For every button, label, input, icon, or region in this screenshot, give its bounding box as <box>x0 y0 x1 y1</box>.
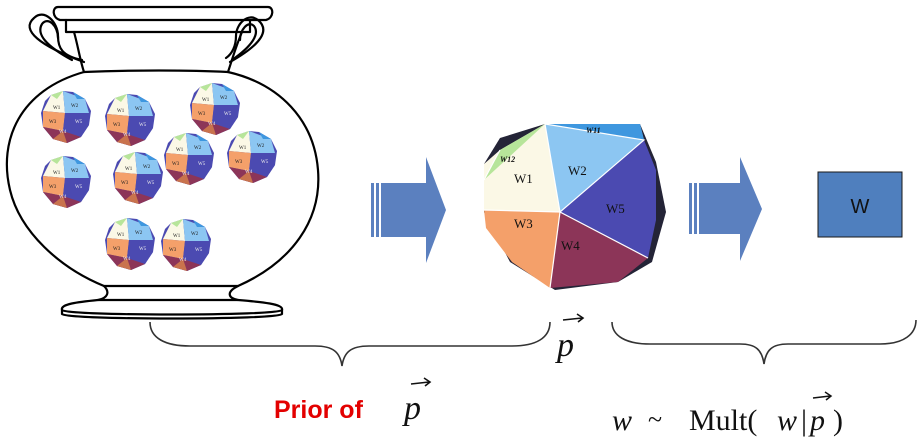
brace-left <box>149 321 551 367</box>
mini-die <box>190 83 240 135</box>
mini-die <box>105 218 155 270</box>
face-label-w12: W12 <box>500 155 515 164</box>
face-label-w2: W2 <box>568 163 587 178</box>
face-label-w1: W1 <box>514 171 533 186</box>
die-face-w1 <box>484 124 560 212</box>
die-face-w3 <box>484 210 560 288</box>
mult-close: ) <box>833 404 843 437</box>
urn-foot <box>96 284 240 302</box>
prior-prefix: Prior of <box>274 396 364 424</box>
die-face-w5 <box>560 140 656 258</box>
die-face-w4 <box>550 212 648 288</box>
p-symbol: p <box>555 327 574 364</box>
mult-formula: w ~ Mult( w | p ) <box>612 391 843 437</box>
urn-neck <box>72 30 244 74</box>
face-label-w3: W3 <box>514 216 533 231</box>
big-die: W1 W2 W3 W4 W5 W11 W12 <box>483 123 666 290</box>
face-label-w5: W5 <box>606 201 625 216</box>
mult-w: w <box>612 404 632 437</box>
vector-arrow <box>562 313 585 323</box>
urn-handle-left <box>28 13 86 64</box>
mini-die <box>164 133 214 185</box>
urn-dice <box>41 83 277 271</box>
brace-right <box>611 319 917 365</box>
mult-tilde: ~ <box>648 405 662 434</box>
output-box: W <box>817 171 903 238</box>
die-face-w12 <box>484 124 545 180</box>
urn-rim <box>52 5 274 22</box>
die-face-w2 <box>545 124 644 212</box>
mini-die <box>105 94 155 146</box>
mini-die <box>161 219 211 271</box>
arrow-1 <box>371 157 446 263</box>
mult-w2: w <box>777 404 797 437</box>
mini-die <box>113 152 163 204</box>
vector-arrow <box>410 377 432 387</box>
mini-die <box>41 91 91 143</box>
urn <box>5 5 320 320</box>
mini-die <box>41 156 91 208</box>
arrow-2 <box>689 157 762 261</box>
vector-arrow <box>812 391 833 401</box>
output-label: W <box>851 196 870 218</box>
urn-handle-right <box>224 16 265 64</box>
prior-label: Prior of p <box>274 377 432 427</box>
face-label-w4: W4 <box>561 238 580 253</box>
mult-bar: | <box>801 404 807 437</box>
mini-die <box>227 131 277 183</box>
p-vector-label: p <box>555 313 585 364</box>
face-label-w11: W11 <box>586 126 601 135</box>
prior-symbol: p <box>402 390 421 427</box>
mult-p: p <box>808 404 825 437</box>
mult-func: Mult( <box>689 404 757 437</box>
